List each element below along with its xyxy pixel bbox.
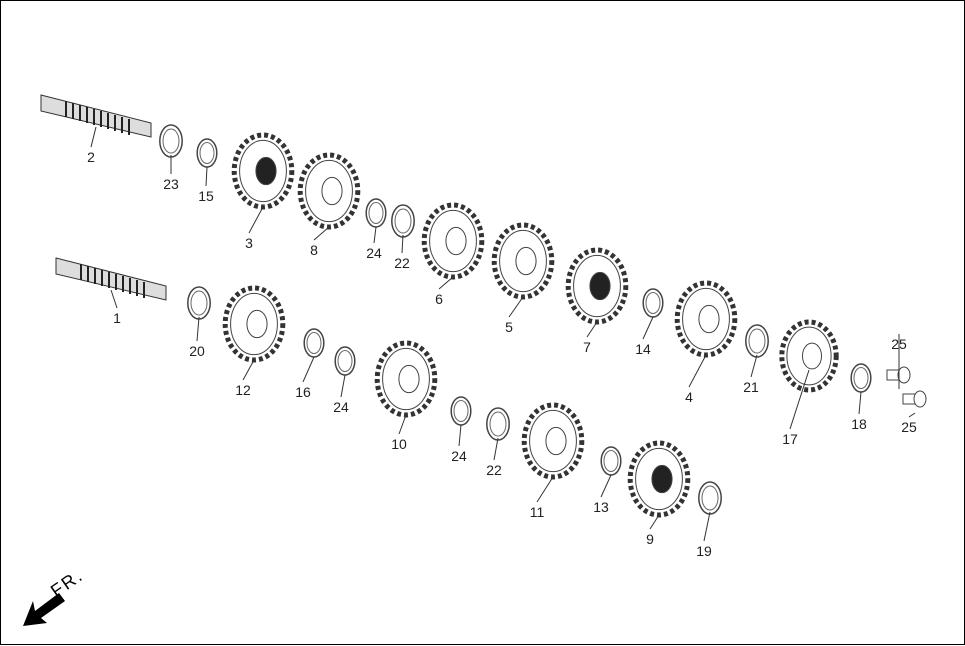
part-label-18: 18 [851,416,867,432]
part-label-10: 10 [391,436,407,452]
part-label-23: 23 [163,176,179,192]
part-label-22: 22 [394,255,410,271]
part-label-14: 14 [635,341,651,357]
part-label-9: 9 [646,531,654,547]
part-label-4: 4 [685,389,693,405]
part-label-25: 25 [891,336,907,352]
part-label-8: 8 [310,242,318,258]
part-label-15: 15 [198,188,214,204]
part-label-6: 6 [435,291,443,307]
part-label-5: 5 [505,319,513,335]
part-label-24: 24 [366,245,382,261]
part-label-25: 25 [901,419,917,435]
part-label-1: 1 [113,310,121,326]
part-label-3: 3 [245,235,253,251]
part-label-13: 13 [593,499,609,515]
part-label-7: 7 [583,339,591,355]
part-label-20: 20 [189,343,205,359]
part-label-24: 24 [333,399,349,415]
part-label-2: 2 [87,149,95,165]
part-label-24: 24 [451,448,467,464]
part-label-11: 11 [529,504,545,520]
part-label-21: 21 [743,379,759,395]
part-label-12: 12 [235,382,251,398]
part-label-17: 17 [782,431,798,447]
part-label-22: 22 [486,462,502,478]
part-label-16: 16 [295,384,311,400]
part-label-19: 19 [696,543,712,559]
